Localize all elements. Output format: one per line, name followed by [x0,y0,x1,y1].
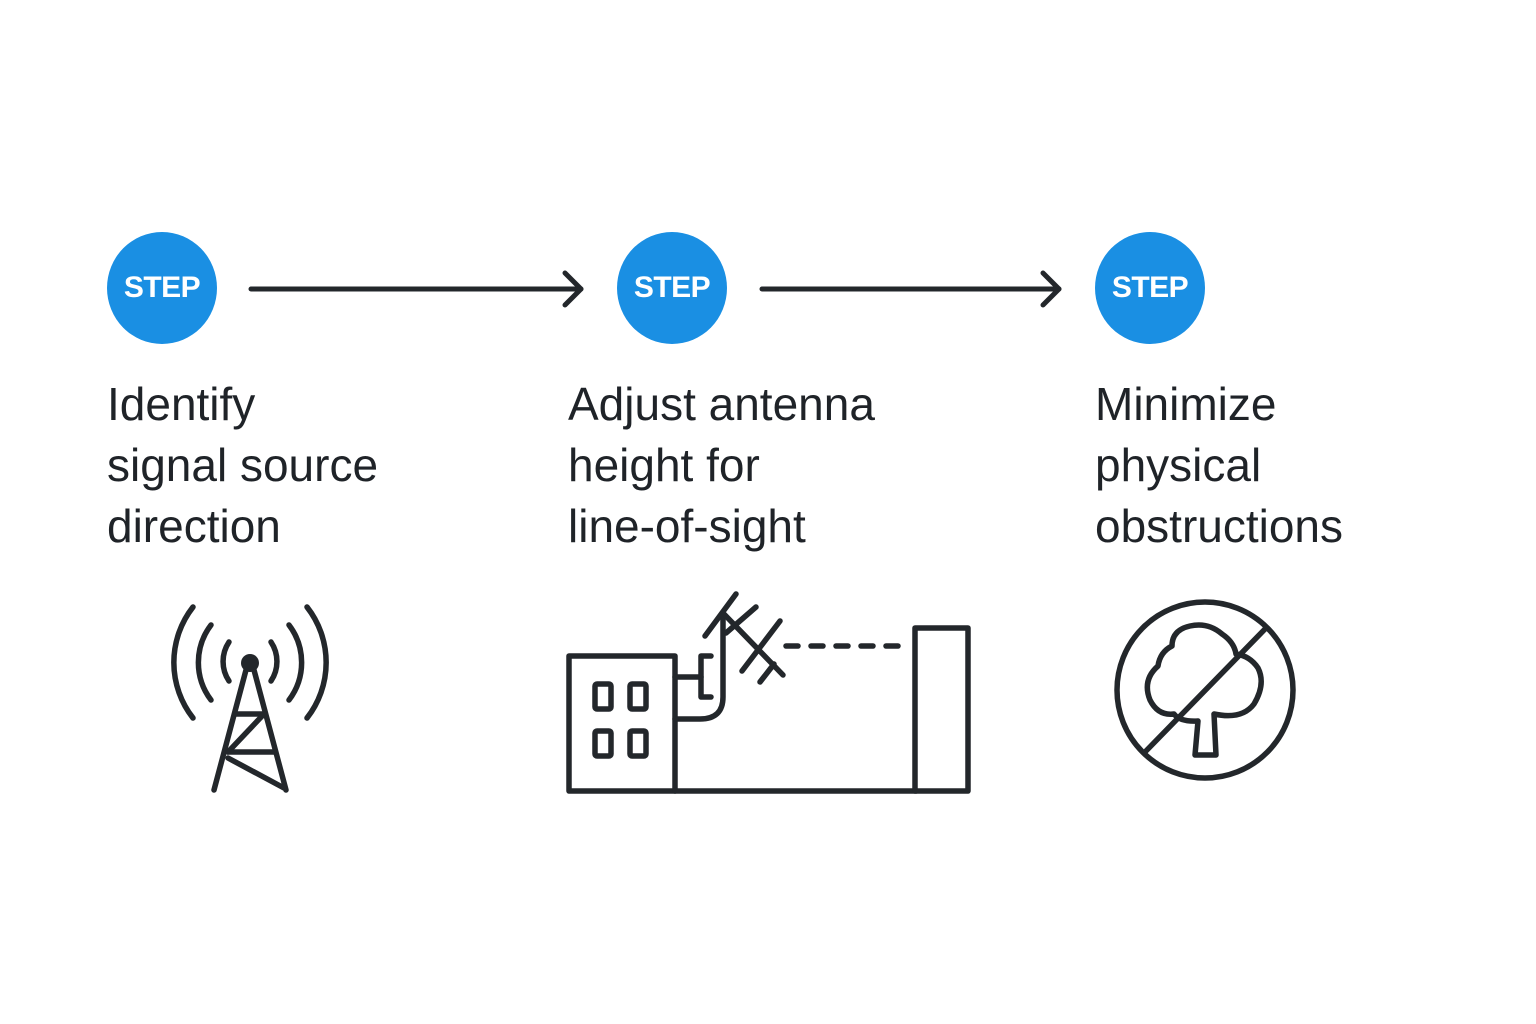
step-2-badge: STEP [617,232,727,344]
step-1-badge-label: STEP [123,271,201,304]
step-3-label-line: Minimize [1095,378,1277,430]
step-1-label-line: signal source [107,439,379,491]
step-3-badge: STEP [1095,232,1205,344]
step-3-label: Minimize physical obstructions [1095,374,1343,557]
step-1-badge: STEP [107,232,217,344]
arrow-right-icon [759,270,1062,308]
connector-2-head [1040,270,1062,308]
step-3-label-line: obstructions [1095,500,1344,552]
step-2-label-line: Adjust antenna [568,378,875,430]
cell-tower-signal-icon [171,604,329,793]
step-3-badge-label: STEP [1111,271,1189,304]
step-2-badge-label: STEP [633,271,711,304]
building-antenna-line-of-sight-icon [566,591,971,794]
step-2-label-line: height for [568,439,760,491]
step-1-label: Identify signal source direction [107,374,378,557]
step-3-label-line: physical [1095,439,1262,491]
no-tree-obstruction-icon [1114,599,1296,781]
connector-1-head [562,270,584,308]
step-1-label-line: Identify [107,378,256,430]
step-1-label-line: direction [107,500,281,552]
arrow-right-icon [248,270,584,308]
step-2-label: Adjust antenna height for line-of-sight [568,374,875,557]
step-2-label-line: line-of-sight [568,500,806,552]
